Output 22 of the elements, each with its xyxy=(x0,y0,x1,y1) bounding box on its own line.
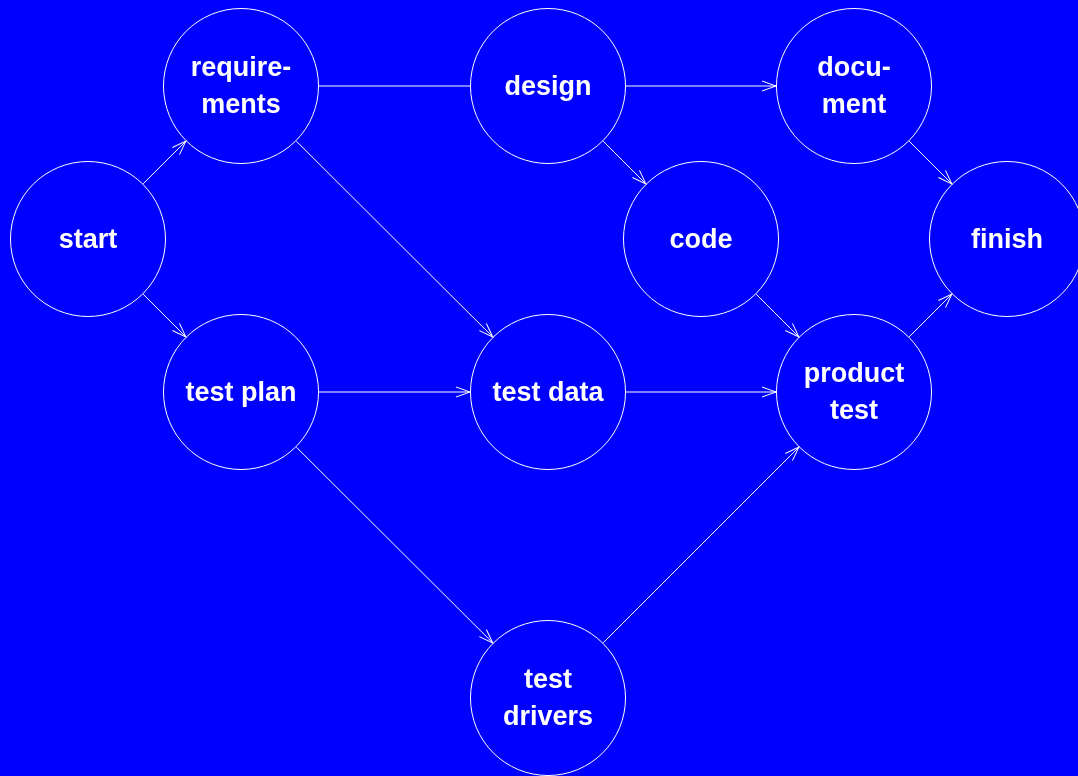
arrow xyxy=(602,140,647,185)
node-label: product test xyxy=(802,357,906,427)
arrow xyxy=(295,446,494,644)
arrow xyxy=(625,80,777,92)
arrow xyxy=(908,293,953,338)
arrow xyxy=(295,140,494,338)
arrow xyxy=(318,386,471,398)
arrow xyxy=(602,446,800,644)
node-label: test drivers xyxy=(501,663,595,733)
node-label: test data xyxy=(491,375,605,409)
node-label: test plan xyxy=(184,375,298,409)
node-label: finish xyxy=(970,222,1044,256)
node-label: code xyxy=(668,222,734,256)
node-label: docu- ment xyxy=(816,51,892,121)
node-label: design xyxy=(503,69,593,103)
arrow xyxy=(142,140,187,185)
arrow xyxy=(625,386,777,398)
node-label: start xyxy=(57,222,119,256)
arrow xyxy=(142,293,187,338)
arrow xyxy=(755,293,800,338)
arrow xyxy=(908,140,953,185)
node-label: require- ments xyxy=(189,51,293,121)
